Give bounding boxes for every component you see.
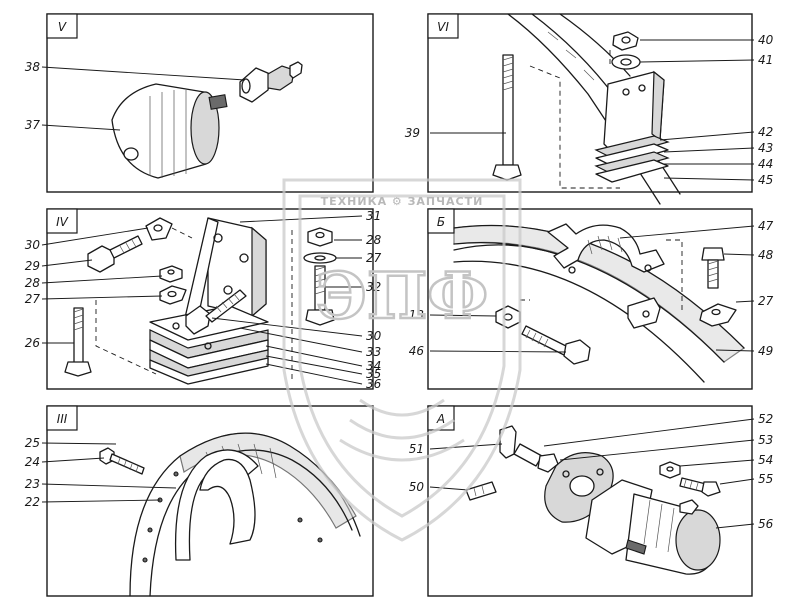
label-35: 35: [366, 367, 381, 381]
part-32-bolt: [305, 265, 335, 326]
part-29-bolt: [87, 235, 143, 273]
panel-v-tab-box: [46, 13, 78, 39]
parts-43-45-pads: [594, 135, 670, 183]
watermark: ТЕХНИКА ⚙ ЗАПЧАСТИ ЭПФ: [282, 178, 522, 542]
part-26-stud: [64, 307, 92, 377]
watermark-logo-text: ЭПФ: [316, 259, 488, 334]
panel-iii: III 25 24 23: [25, 405, 374, 597]
label-53: 53: [758, 433, 773, 447]
label-27-left: 27: [25, 292, 41, 306]
label-28-left: 28: [25, 276, 41, 290]
part-54-nut: [659, 461, 681, 479]
part-46-bolt: [521, 325, 591, 365]
panel-v: V 38 37: [25, 13, 374, 193]
label-40: 40: [758, 33, 774, 47]
part-28-nut-left: [159, 265, 183, 283]
label-28-right: 28: [366, 233, 382, 247]
label-51: 51: [409, 442, 424, 456]
label-33: 33: [366, 345, 381, 359]
part-41-washer: [611, 54, 641, 70]
label-32: 32: [366, 280, 381, 294]
part-47-base: [627, 297, 661, 329]
label-46: 46: [409, 344, 425, 358]
part-28-nut-right: [307, 227, 333, 247]
panel-iv-tab: IV: [56, 215, 69, 229]
label-30-right: 30: [366, 329, 382, 343]
panel-iii-tab-box: [46, 405, 78, 431]
part-27-washer-b: [699, 303, 737, 327]
label-25: 25: [25, 436, 40, 450]
panel-iii-tab: III: [57, 412, 68, 426]
label-29: 29: [25, 259, 40, 273]
label-13: 13: [409, 308, 424, 322]
label-22: 22: [25, 495, 40, 509]
panel-vi: VI: [405, 13, 774, 205]
label-37: 37: [25, 118, 41, 132]
label-36: 36: [366, 377, 382, 391]
label-31: 31: [366, 209, 381, 223]
label-30-left: 30: [25, 238, 41, 252]
part-23-lining: [174, 449, 259, 561]
label-34: 34: [366, 359, 381, 373]
label-27-b: 27: [758, 294, 774, 308]
label-27-right: 27: [366, 251, 382, 265]
part-38-fitting: [239, 61, 303, 103]
label-41: 41: [758, 53, 773, 67]
panel-iv: IV: [25, 208, 382, 391]
label-26: 26: [25, 336, 41, 350]
part-13-nut: [495, 305, 521, 329]
label-42: 42: [758, 125, 773, 139]
panel-b-tab-box: [427, 208, 455, 234]
part-37-sensor: [111, 83, 228, 179]
label-47: 47: [758, 219, 774, 233]
label-54: 54: [758, 453, 773, 467]
panel-vi-tab-box: [427, 13, 459, 39]
label-50: 50: [409, 480, 425, 494]
part-55-bolt: [679, 477, 721, 497]
label-39: 39: [405, 126, 420, 140]
label-56: 56: [758, 517, 774, 531]
label-38: 38: [25, 60, 41, 74]
label-44: 44: [758, 157, 773, 171]
part-31-bracket: [183, 217, 267, 323]
part-24-bolt: [99, 447, 145, 475]
part-48-bolt: [701, 247, 725, 289]
label-52: 52: [758, 412, 773, 426]
panel-vi-tab: VI: [437, 20, 449, 34]
label-23: 23: [25, 477, 40, 491]
panel-b: VI Б: [409, 208, 774, 390]
panel-a-tab: А: [436, 412, 445, 426]
watermark-top-text: ТЕХНИКА ⚙ ЗАПЧАСТИ: [321, 195, 484, 208]
panel-v-tab: V: [58, 20, 67, 34]
panel-a: А: [409, 405, 774, 597]
label-48: 48: [758, 248, 774, 262]
part-39-bolt: [492, 54, 522, 181]
part-27-washer-left: [159, 285, 187, 305]
label-55: 55: [758, 472, 773, 486]
panel-b-tab-label: Б: [437, 215, 445, 229]
label-24: 24: [25, 455, 40, 469]
label-49: 49: [758, 344, 773, 358]
part-50-key: [465, 481, 497, 501]
part-30-bolt-angled: [185, 289, 247, 335]
label-43: 43: [758, 141, 773, 155]
part-56-pump: [585, 479, 721, 575]
part-52-shaft: [513, 443, 559, 473]
part-47-clamp: [547, 223, 665, 274]
part-40-nut: [612, 31, 639, 51]
panel-iv-tab-box: [46, 208, 78, 234]
label-45: 45: [758, 173, 773, 187]
part-30-clip: [145, 217, 173, 241]
panel-a-tab-box: [427, 405, 455, 431]
